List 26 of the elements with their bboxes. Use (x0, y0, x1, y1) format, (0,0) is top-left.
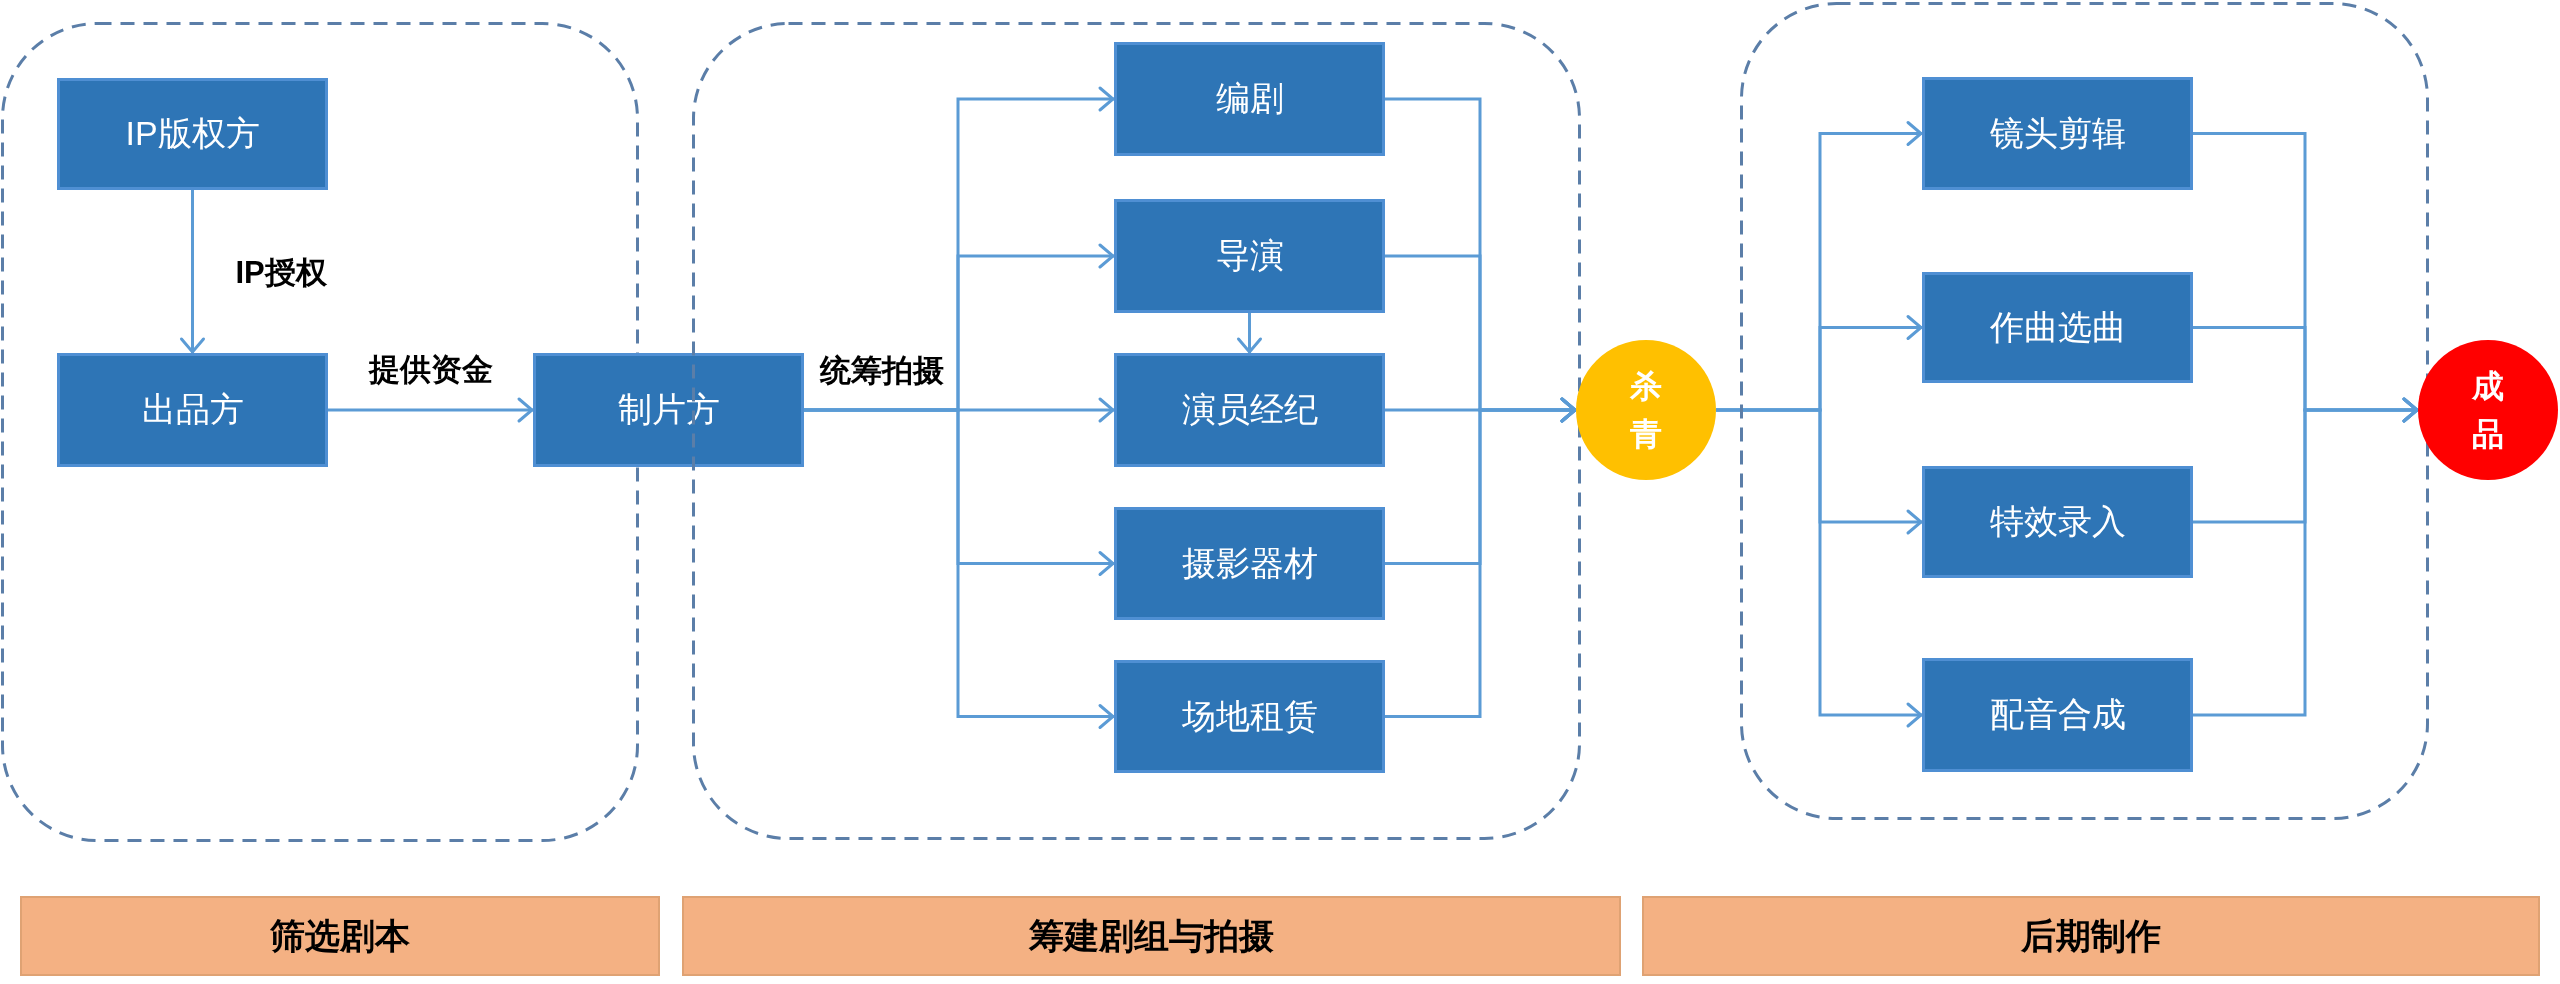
process-box: IP版权方 (57, 78, 328, 190)
process-box: 导演 (1114, 199, 1385, 313)
process-box: 编剧 (1114, 42, 1385, 156)
arrow (2193, 397, 2419, 717)
arrow (180, 190, 205, 354)
dashed-frame (1740, 2, 2429, 820)
process-box: 作曲选曲 (1922, 272, 2193, 383)
milestone-circle: 成品 (2418, 340, 2558, 480)
edge-label: 提供资金 (369, 350, 493, 388)
process-box: 摄影器材 (1114, 507, 1385, 620)
process-box: 出品方 (57, 353, 328, 467)
edge-label: IP授权 (235, 253, 327, 291)
stage-banner: 筛选剧本 (20, 896, 660, 976)
arrow (1716, 408, 1923, 728)
process-box: 特效录入 (1922, 466, 2193, 578)
arrow (1385, 397, 1577, 718)
process-box: 演员经纪 (1114, 353, 1385, 467)
stage-banner: 后期制作 (1642, 896, 2540, 976)
arrow (328, 397, 534, 423)
stage-banner: 筹建剧组与拍摄 (682, 896, 1621, 976)
process-box: 场地租赁 (1114, 660, 1385, 773)
process-box: 镜头剪辑 (1922, 77, 2193, 190)
process-box: 配音合成 (1922, 658, 2193, 772)
arrow (1237, 313, 1262, 354)
edge-label: 统筹拍摄 (820, 351, 944, 389)
milestone-circle: 杀青 (1576, 340, 1716, 480)
